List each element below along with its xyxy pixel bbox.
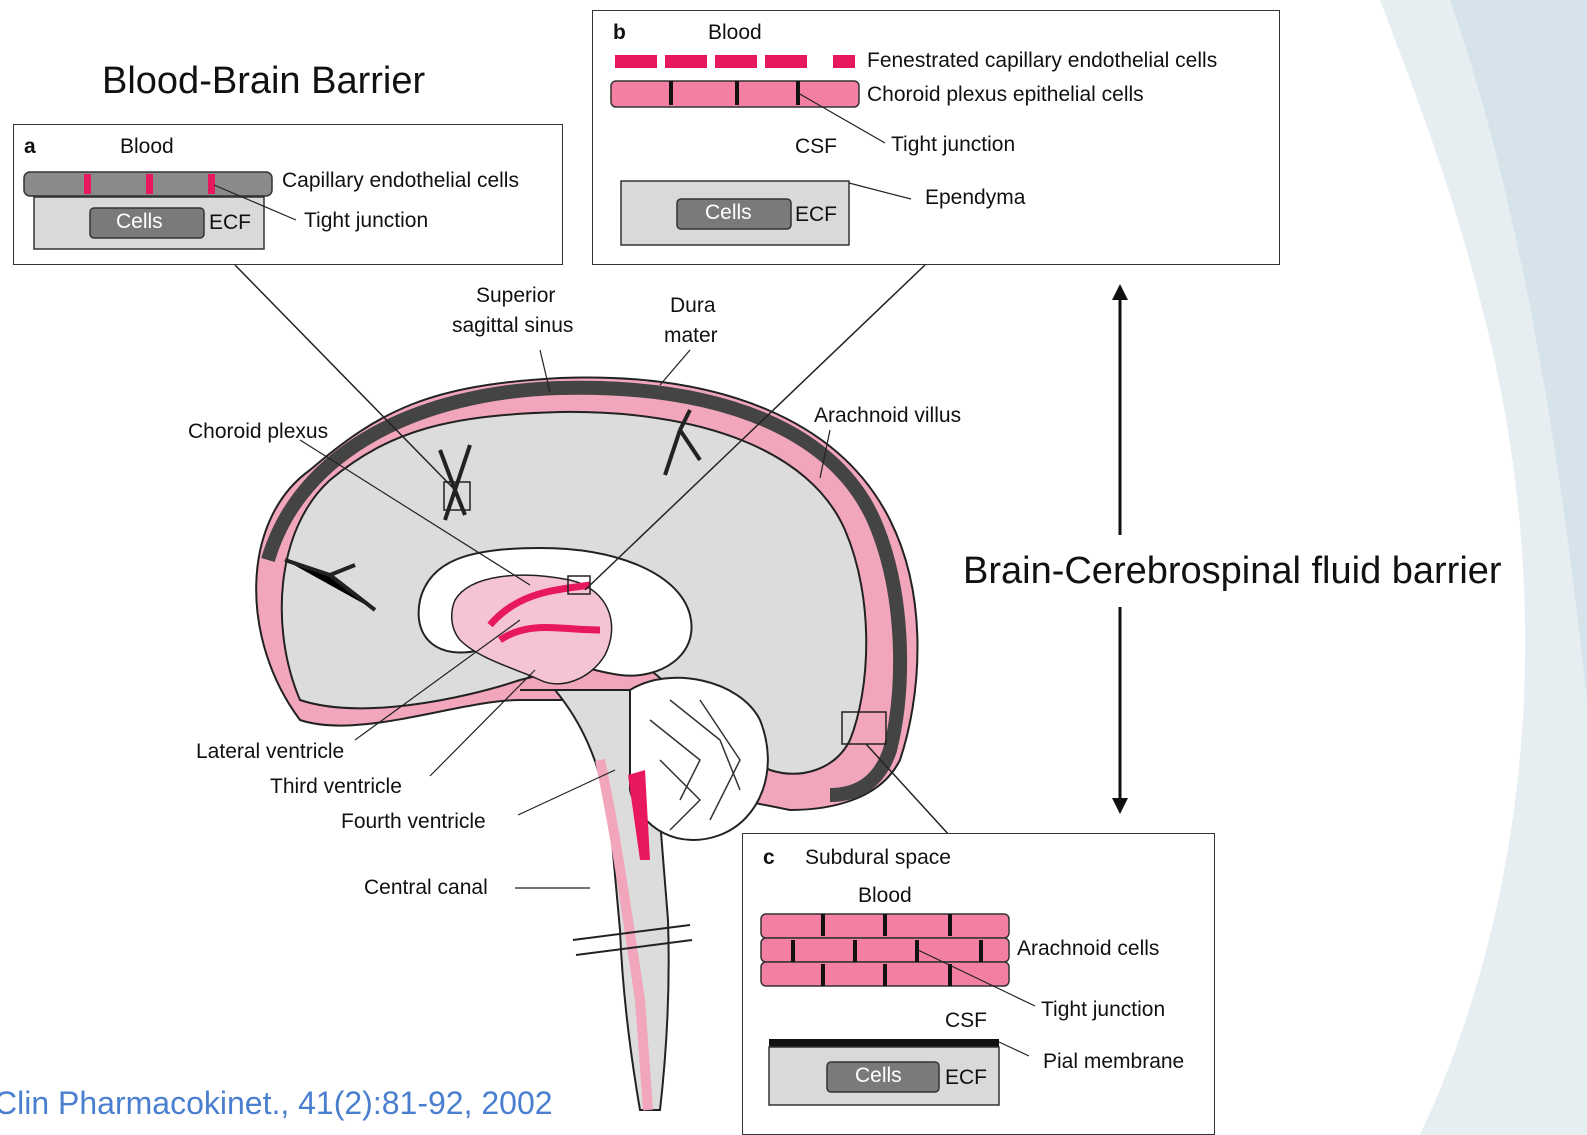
panel-b: b Blood Fenestrated capillary endothelia… bbox=[592, 10, 1280, 265]
label-sinus-1: Superior bbox=[476, 284, 555, 308]
label-sinus-2: sagittal sinus bbox=[452, 314, 573, 338]
label-arachnoid-villus: Arachnoid villus bbox=[814, 404, 961, 428]
panel-b-choroid-label: Choroid plexus epithelial cells bbox=[867, 83, 1144, 107]
panel-b-fenestrated-label: Fenestrated capillary endothelial cells bbox=[867, 49, 1217, 73]
panel-b-blood: Blood bbox=[708, 21, 762, 45]
panel-c-csf-label: CSF bbox=[945, 1009, 987, 1033]
panel-c-ecf-label: ECF bbox=[945, 1066, 987, 1090]
label-lateral-ventricle: Lateral ventricle bbox=[196, 740, 344, 764]
arrow-down-head bbox=[1112, 798, 1128, 814]
panel-a-tight-junction-label: Tight junction bbox=[304, 209, 428, 233]
panel-b-csf-label: CSF bbox=[795, 135, 837, 159]
panel-c-subdural: Subdural space bbox=[805, 846, 951, 870]
panel-c-blood: Blood bbox=[858, 884, 912, 908]
panel-c-cells-label: Cells bbox=[855, 1064, 902, 1088]
panel-a-letter: a bbox=[24, 135, 36, 159]
panel-b-cells-label: Cells bbox=[705, 201, 752, 225]
panel-a-blood: Blood bbox=[120, 135, 174, 159]
panel-c-arachnoid-label: Arachnoid cells bbox=[1017, 937, 1159, 961]
panel-a-capillary-label: Capillary endothelial cells bbox=[282, 169, 519, 193]
panel-b-tight-junction-label: Tight junction bbox=[891, 133, 1015, 157]
bbb-title: Blood-Brain Barrier bbox=[102, 60, 425, 103]
arrow-up-head bbox=[1112, 284, 1128, 300]
panel-a-cells-label: Cells bbox=[116, 210, 163, 234]
label-dura-1: Dura bbox=[670, 294, 716, 318]
label-dura-2: mater bbox=[664, 324, 718, 348]
panel-b-ependyma-label: Ependyma bbox=[925, 186, 1025, 210]
panel-c-letter: c bbox=[763, 846, 775, 870]
label-third-ventricle: Third ventricle bbox=[270, 775, 402, 799]
label-fourth-ventricle: Fourth ventricle bbox=[341, 810, 486, 834]
panel-c-pial-label: Pial membrane bbox=[1043, 1050, 1184, 1074]
bcsf-title: Brain-Cerebrospinal fluid barrier bbox=[963, 550, 1502, 593]
label-choroid-plexus: Choroid plexus bbox=[188, 420, 328, 444]
panel-c: c Subdural space Blood Arachnoid cells T… bbox=[742, 833, 1215, 1135]
citation: Clin Pharmacokinet., 41(2):81-92, 2002 bbox=[0, 1085, 553, 1122]
panel-a-ecf-label: ECF bbox=[209, 211, 251, 235]
panel-b-ecf-label: ECF bbox=[795, 203, 837, 227]
label-central-canal: Central canal bbox=[364, 876, 488, 900]
panel-a: a Blood Capillary endothelial cells Tigh… bbox=[13, 124, 563, 265]
panel-c-tight-junction-label: Tight junction bbox=[1041, 998, 1165, 1022]
panel-b-letter: b bbox=[613, 21, 626, 45]
